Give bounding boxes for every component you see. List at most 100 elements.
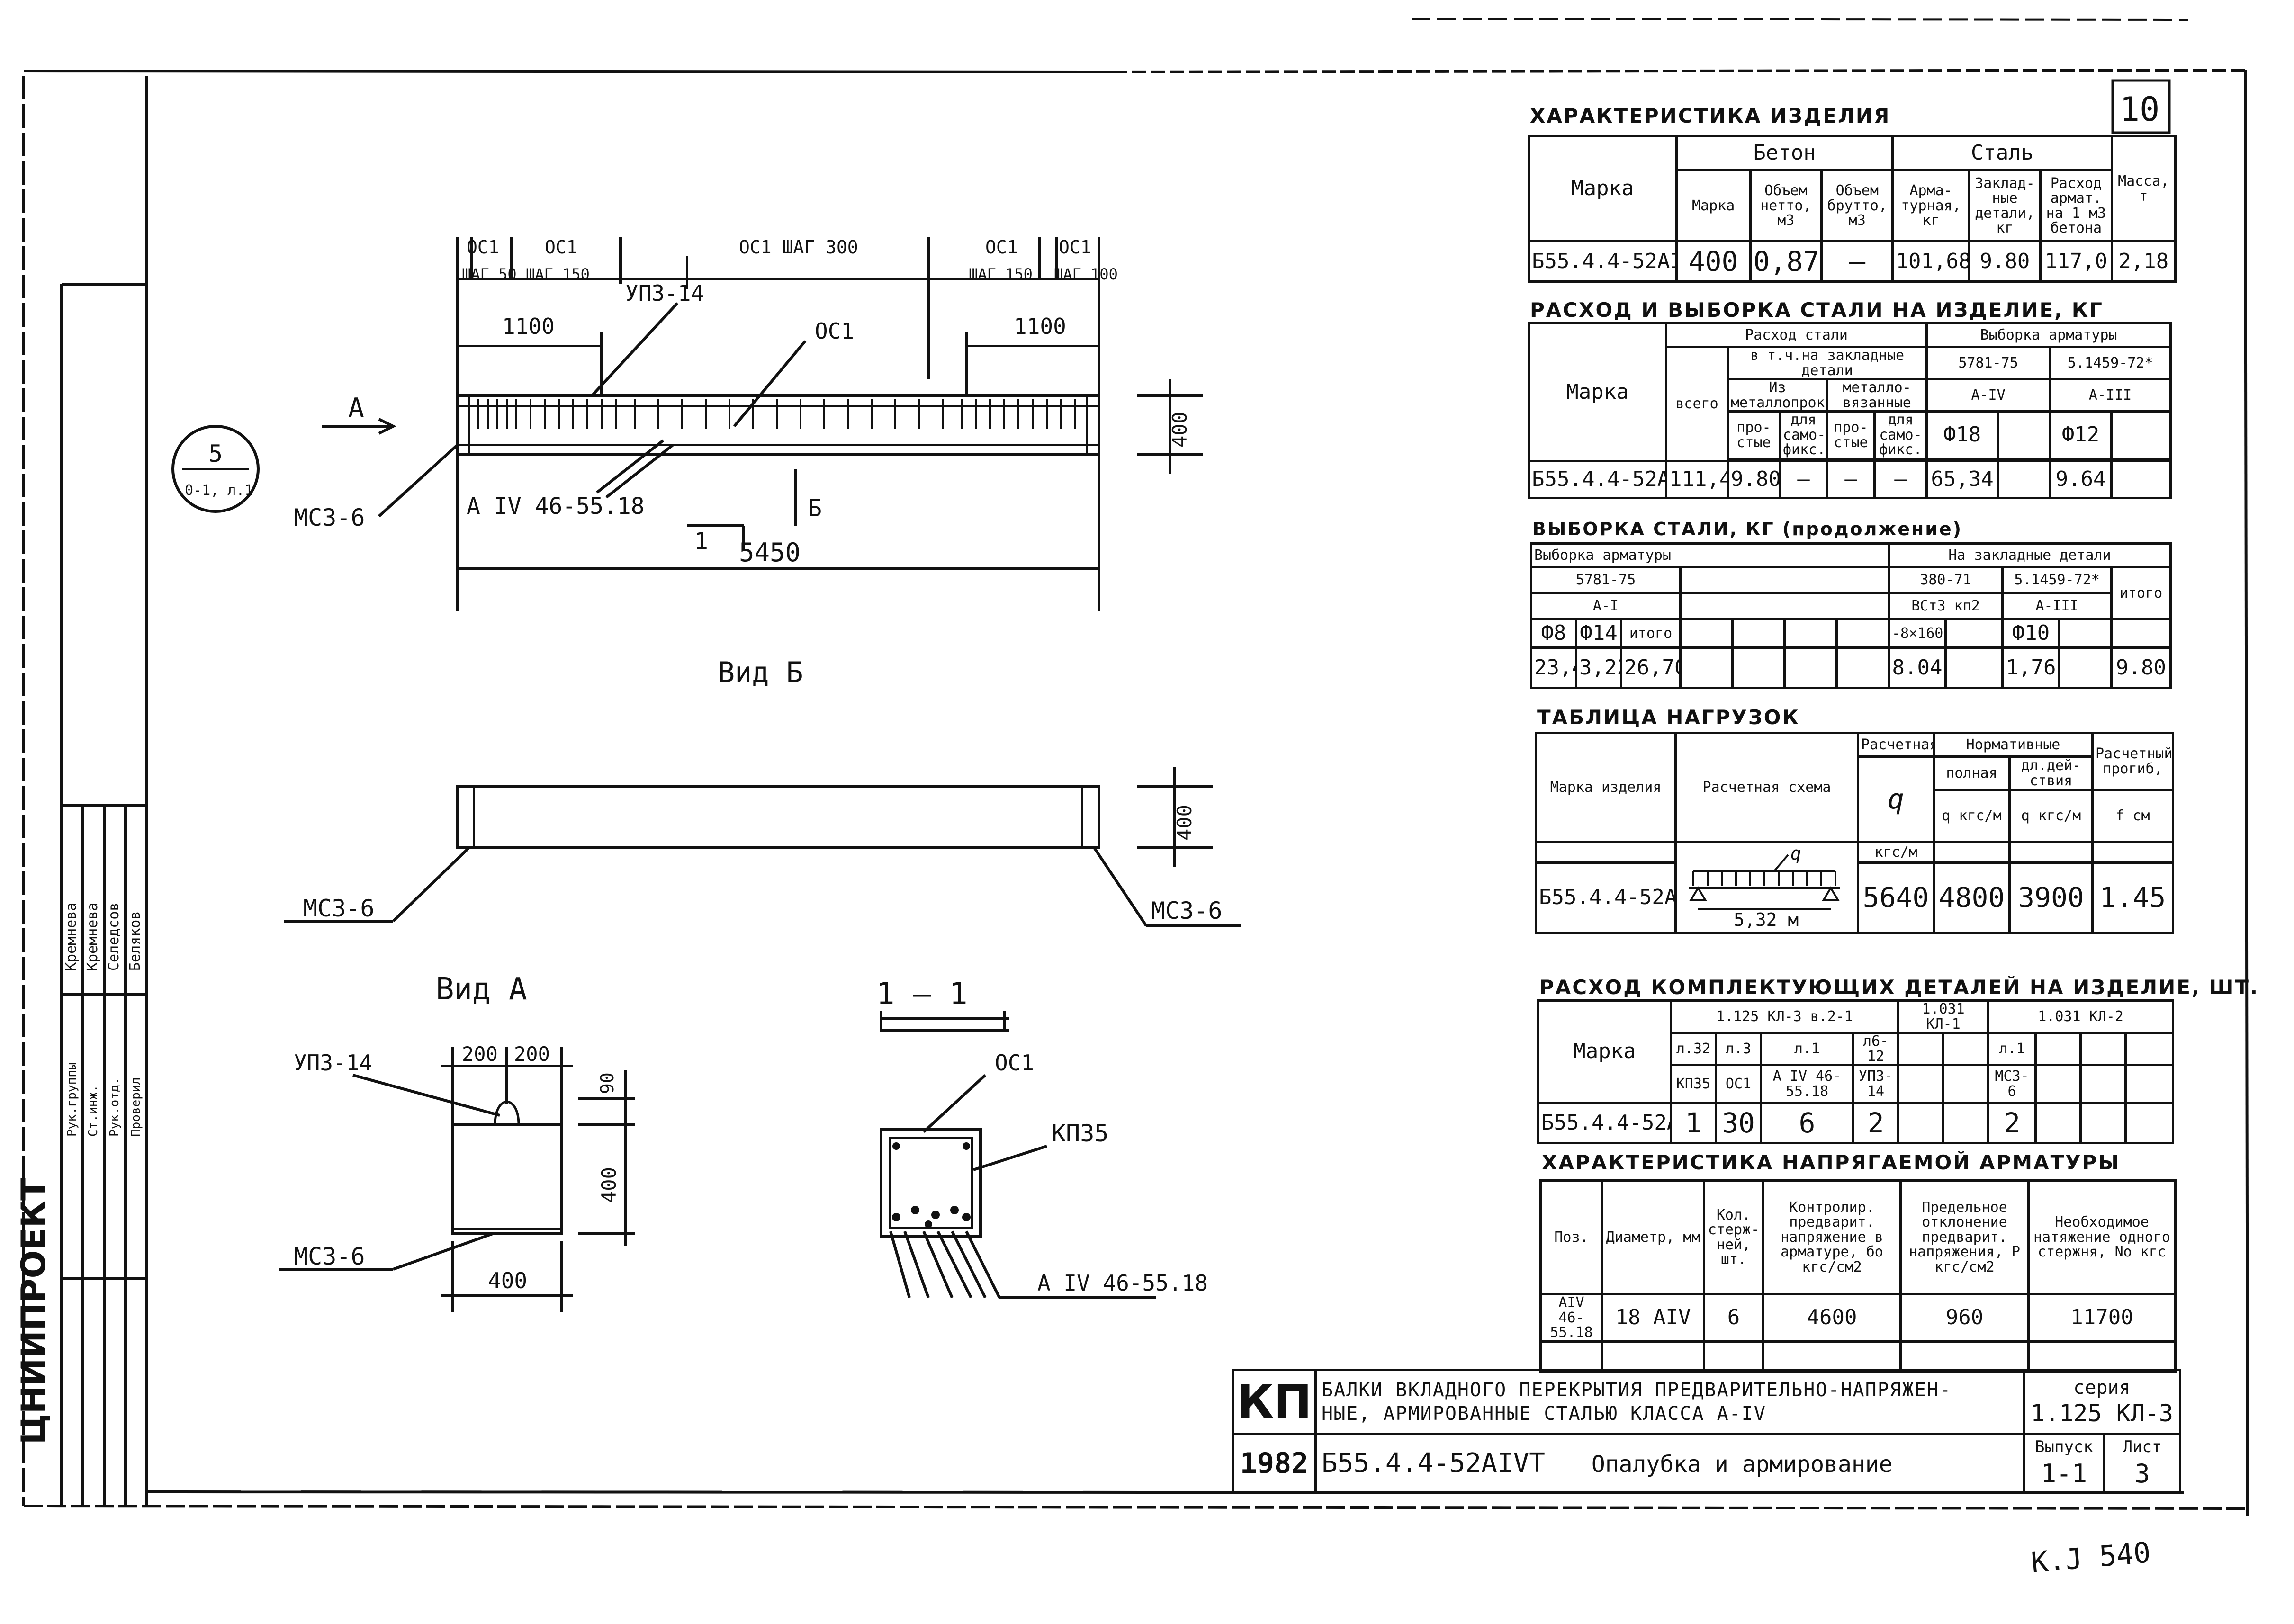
ch-h-marka-beton: Марка <box>1675 169 1752 242</box>
s2-h-e3 <box>1783 618 1838 649</box>
ps-h-kol: Кол. стерж-ней, шт. <box>1703 1179 1764 1295</box>
dim-oc1-right2: OC1 <box>1059 237 1091 258</box>
s2-h-itogo: итого <box>2110 566 2172 620</box>
ch-row-rashod: 117,0 <box>2039 240 2113 283</box>
ld-row-dlit: 3900 <box>2008 861 2094 934</box>
tb-year: 1982 <box>1232 1433 1317 1494</box>
dim-1100-left: 1100 <box>502 314 555 339</box>
ld-h-dlit: дл.дей-ствия <box>2008 755 2094 791</box>
dim-200-left: 200 <box>462 1042 498 1066</box>
view-a-title: Вид А <box>436 972 527 1007</box>
st-h-std1: 5781-75 <box>1925 346 2051 380</box>
tb-product: Б55.4.4-52АIVТ <box>1322 1447 1546 1479</box>
st-h-v-tch: в т.ч.на закладные детали <box>1726 346 1928 380</box>
dim-200-right: 200 <box>514 1042 550 1066</box>
tb-series-value: 1.125 КЛ-3 <box>2030 1400 2174 1427</box>
side-name-2: Кремнева <box>84 903 101 971</box>
dim-oc1-right: OC1 <box>985 237 1018 258</box>
loads-table: Марка изделия Расчетная схема Расчетная … <box>1535 732 2174 934</box>
dim-step-150-left: ШАГ 150 <box>526 265 590 283</box>
cp-v-e4 <box>2079 1102 2127 1144</box>
ch-h-rashod: Расход армат. на 1 м3 бетона <box>2039 169 2113 242</box>
s2-h-e6 <box>2058 618 2113 649</box>
ld-h-marka: Марка изделия <box>1535 732 1677 843</box>
s2-h-std-empty <box>1679 566 1890 594</box>
ch-h-armaturnaya: Арма-турная, кг <box>1891 169 1970 242</box>
ch-row-arm: 101,68 <box>1891 240 1970 283</box>
tb-title-line1: БАЛКИ ВКЛАДНОГО ПЕРЕКРЫТИЯ ПРЕДВАРИТЕЛЬН… <box>1322 1379 1952 1401</box>
ref-circle-top: 5 <box>208 440 223 467</box>
st-h-empty2 <box>2110 410 2172 460</box>
st-h-dlya-samo1: для само-фикс. <box>1779 410 1828 460</box>
ch-h-stal: Сталь <box>1891 135 2113 171</box>
bottom-handwritten: K.J 540 <box>2030 1536 2152 1579</box>
components-title: РАСХОД КОМПЛЕКТУЮЩИХ ДЕТАЛЕЙ НА ИЗДЕЛИЕ,… <box>1539 976 2259 999</box>
cp-h-e6 <box>1897 1064 1945 1104</box>
cp-h-kp35: КП35 <box>1670 1064 1717 1104</box>
st-h-prostye1: про-стые <box>1727 410 1781 460</box>
s2-v-plate: 8.04 <box>1888 646 1947 689</box>
ld-gap-4 <box>2091 840 2174 864</box>
s2-h-std1: 5781-75 <box>1530 566 1682 594</box>
ld-row-norm: 4800 <box>1933 861 2011 934</box>
s2-h-e1 <box>1679 618 1734 649</box>
st-row-samo2: — <box>1873 460 1928 499</box>
cp-h-l1b: л.1 <box>1987 1032 2037 1066</box>
s2-h-cls-empty <box>1679 592 1890 620</box>
s2-v-e2 <box>1731 646 1786 689</box>
s2-v-e5 <box>1944 646 2004 689</box>
st-h-prostye2: про-стые <box>1826 410 1876 460</box>
st-h-metall-vyaz: металло-вязанные <box>1826 378 1928 413</box>
tb-sheet-title: Опалубка и армирование <box>1591 1451 1893 1478</box>
s2-h-cls3: А-III <box>2001 592 2113 620</box>
st-h-marka: Марка <box>1528 322 1667 462</box>
dim-oc1-left2: OC1 <box>545 237 577 258</box>
mc3-6-right-label: МС3-6 <box>1151 897 1223 924</box>
cp-h-aiv: А IV 46-55.18 <box>1760 1064 1854 1104</box>
cp-h-l1: л.1 <box>1760 1032 1854 1066</box>
s2-h-vyborka: Выборка арматуры <box>1530 542 1890 568</box>
st-row-prost2: — <box>1826 460 1876 499</box>
st-row-empty1 <box>1997 460 2051 499</box>
view-a-mc3-6: МС3-6 <box>294 1243 365 1270</box>
cp-v-aiv: 6 <box>1760 1102 1854 1144</box>
tb-vypusk-value: 1-1 <box>2041 1459 2087 1489</box>
ps-h-poz: Поз. <box>1539 1179 1603 1295</box>
st-h-vyborka: Выборка арматуры <box>1925 322 2172 348</box>
cp-h-e9 <box>2079 1064 2127 1104</box>
dim-5450: 5450 <box>739 538 801 567</box>
st-row-vsego: 111,48 <box>1665 460 1729 499</box>
st-row-phi12: 9.64 <box>2049 460 2113 499</box>
rebar-label-main: А IV 46-55.18 <box>467 493 645 520</box>
side-stamp-org: ЦНИИПРОЕКТ <box>14 1178 53 1445</box>
s2-v-e4 <box>1835 646 1890 689</box>
side-role-4: Проверил <box>129 1077 143 1137</box>
ld-h-q-norm: q кгс/м <box>1933 789 2011 843</box>
ps-h-predel: Предельное отклонение предварит. напряже… <box>1899 1179 2030 1295</box>
cp-v-e3 <box>2034 1102 2082 1144</box>
s2-v-itogo1: 26,70 <box>1620 646 1682 689</box>
s2-h-e7 <box>2110 618 2172 649</box>
ld-gap-1 <box>1535 840 1677 864</box>
cp-h-e5 <box>2124 1032 2175 1066</box>
ch-h-massa: Масса, т <box>2110 135 2177 242</box>
section-oc1: OC1 <box>995 1050 1034 1076</box>
s2-h-e2 <box>1731 618 1786 649</box>
cp-h-l3: л.3 <box>1715 1032 1762 1066</box>
st-row-marka: Б55.4.4-52АIVТ <box>1528 460 1667 499</box>
st-h-phi18: Ф18 <box>1925 410 1999 460</box>
ld-h-f: f см <box>2091 789 2174 843</box>
s2-h-std3: 5.1459-72* <box>2001 566 2113 594</box>
st-h-empty1 <box>1997 410 2051 460</box>
s2-h-std2: 380-71 <box>1888 566 2004 594</box>
cp-h-mc3: МС3-6 <box>1987 1064 2037 1104</box>
s2-h-itogo1: итого <box>1620 618 1682 649</box>
view-b-title: Вид Б <box>718 656 803 689</box>
tb-title-line2: НЫЕ, АРМИРОВАННЫЕ СТАЛЬЮ КЛАССА А-IV <box>1322 1403 1766 1425</box>
dim-400-view-a-v: 400 <box>597 1167 621 1203</box>
cp-h-series1: 1.125 КЛ-3 в.2-1 <box>1669 999 1900 1034</box>
section-mark-b: Б <box>808 494 822 522</box>
cp-h-e2 <box>1942 1032 1990 1066</box>
dim-400-view-b: 400 <box>1173 805 1196 841</box>
